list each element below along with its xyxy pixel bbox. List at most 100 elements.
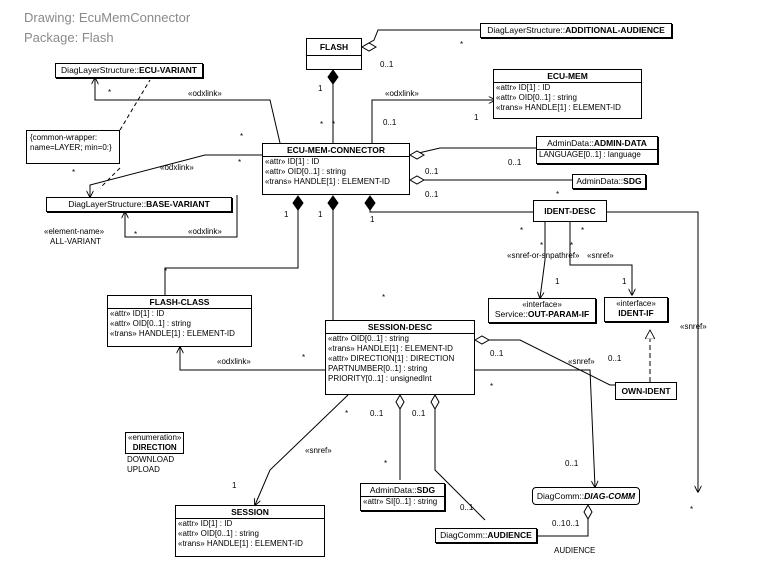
class-ident-if[interactable]: «interface» IDENT-IF bbox=[604, 297, 668, 322]
diamond-flash-filled bbox=[327, 69, 339, 85]
label-odxlink: «odxlink» bbox=[217, 357, 251, 366]
mult-1: 1 bbox=[318, 84, 323, 93]
mult-star: * bbox=[240, 132, 244, 141]
class-diag-comm-name: DIAG-COMM bbox=[584, 491, 636, 501]
label-audience-role: AUDIENCE bbox=[554, 546, 596, 555]
mult-0-1: 0..1 bbox=[460, 503, 474, 512]
class-sdg-top[interactable]: AdminData::SDG bbox=[572, 174, 646, 189]
class-ident-desc[interactable]: IDENT-DESC bbox=[533, 200, 607, 222]
class-own-ident[interactable]: OWN-IDENT bbox=[615, 382, 677, 400]
class-session-desc[interactable]: SESSION-DESC «attr» OID[0..1] : string «… bbox=[325, 320, 475, 395]
label-odxlink: «odxlink» bbox=[160, 163, 194, 172]
mult-star: * bbox=[690, 505, 694, 514]
label-odxlink: «odxlink» bbox=[385, 89, 419, 98]
mult-star: * bbox=[490, 382, 494, 391]
diamond-conn-sdg bbox=[408, 175, 426, 185]
class-admin-data[interactable]: AdminData::ADMIN-DATA LANGUAGE[0..1] : l… bbox=[536, 136, 658, 164]
diamond-sd-audience bbox=[430, 393, 440, 411]
edge-ident-desc-out-param bbox=[540, 222, 546, 298]
edge-connector-flash-class bbox=[164, 210, 299, 295]
class-session[interactable]: SESSION «attr» ID[1] : ID «attr» OID[0..… bbox=[175, 505, 325, 557]
class-admin-data-name: ADMIN-DATA bbox=[593, 138, 647, 148]
class-ident-if-name: IDENT-IF bbox=[618, 308, 654, 318]
mult-1: 1 bbox=[555, 277, 560, 286]
class-ecu-mem-connector[interactable]: ECU-MEM-CONNECTOR «attr» ID[1] : ID «att… bbox=[262, 143, 410, 195]
class-session-title: SESSION bbox=[231, 507, 269, 517]
diamond-dc-audience bbox=[583, 503, 593, 521]
class-own-ident-title: OWN-IDENT bbox=[621, 386, 671, 396]
mult-star: * bbox=[540, 241, 544, 250]
edge-connector-base-variant-b bbox=[125, 195, 238, 238]
mult-star: * bbox=[134, 230, 138, 239]
mult-star: * bbox=[164, 267, 168, 276]
drawing-title: Drawing: EcuMemConnector bbox=[24, 10, 191, 25]
mult-0-1: 0..1 bbox=[565, 459, 579, 468]
diamond-sd-own-ident bbox=[473, 335, 491, 345]
note-dash-b bbox=[119, 79, 151, 131]
package-title: Package: Flash bbox=[24, 30, 114, 45]
class-ecu-mem[interactable]: ECU-MEM «attr» ID[1] : ID «attr» OID[0..… bbox=[493, 69, 642, 119]
diamond-conn-flash-class bbox=[292, 195, 304, 211]
class-ecu-variant[interactable]: DiagLayerStructure::ECU-VARIANT bbox=[55, 63, 203, 78]
mult-star: * bbox=[320, 120, 324, 129]
label-snref: «snref» bbox=[587, 251, 614, 260]
class-ecu-mem-connector-title: ECU-MEM-CONNECTOR bbox=[286, 145, 386, 155]
mult-0-1: 0..1 bbox=[425, 190, 439, 199]
class-ecu-mem-title: ECU-MEM bbox=[547, 71, 588, 81]
mult-star: * bbox=[345, 409, 349, 418]
class-flash-title: FLASH bbox=[319, 42, 349, 52]
class-direction-title: DIRECTION bbox=[132, 443, 177, 452]
note-common-wrapper: {common-wrapper: name=LAYER; min=0:} bbox=[26, 130, 120, 164]
class-sdg-bottom[interactable]: AdminData::SDG «attr» SI[0..1] : string bbox=[360, 483, 445, 511]
class-direction[interactable]: «enumeration» DIRECTION DOWNLOAD UPLOAD bbox=[125, 432, 193, 480]
label-snref: «snref» bbox=[680, 322, 707, 331]
class-flash-class[interactable]: FLASH-CLASS «attr» ID[1] : ID «attr» OID… bbox=[107, 295, 252, 347]
mult-0-1: 0..1 bbox=[425, 167, 439, 176]
class-flash[interactable]: FLASH bbox=[306, 38, 362, 70]
mult-star: * bbox=[384, 459, 388, 468]
mult-star: * bbox=[108, 88, 112, 97]
diamond-flash-open bbox=[360, 42, 378, 52]
diamond-sd-sdg bbox=[395, 393, 405, 411]
mult-1: 1 bbox=[370, 215, 375, 224]
class-audience[interactable]: DiagComm::AUDIENCE bbox=[435, 528, 537, 543]
edge-connector-ecu-variant bbox=[95, 78, 281, 144]
class-additional-audience[interactable]: DiagLayerStructure::ADDITIONAL-AUDIENCE bbox=[480, 23, 672, 38]
class-base-variant-name: BASE-VARIANT bbox=[146, 199, 210, 209]
label-snref: «snref» bbox=[568, 357, 595, 366]
mult-1: 1 bbox=[622, 277, 627, 286]
mult-star: * bbox=[238, 158, 242, 167]
edge-connector-base-variant-a bbox=[90, 154, 262, 197]
mult-1: 1 bbox=[284, 210, 289, 219]
mult-0-1-pair-b: 0..1 bbox=[566, 519, 580, 528]
mult-star: * bbox=[332, 120, 336, 129]
mult-star: * bbox=[460, 40, 464, 49]
mult-0-1: 0..1 bbox=[508, 158, 522, 167]
class-session-desc-title: SESSION-DESC bbox=[367, 322, 433, 332]
edge-session-desc-diag-comm bbox=[475, 369, 595, 487]
edge-connector-ecu-mem bbox=[371, 100, 495, 143]
diamond-conn-admin bbox=[408, 150, 426, 160]
mult-0-1: 0..1 bbox=[608, 354, 622, 363]
edge-session-desc-audience bbox=[434, 395, 486, 521]
mult-star: * bbox=[581, 226, 585, 235]
label-snref-or-snpathref: «snref-or-snpathref» bbox=[507, 251, 580, 260]
mult-1: 1 bbox=[474, 113, 479, 122]
mult-0-1: 0..1 bbox=[383, 118, 397, 127]
mult-0-1: 0..1 bbox=[380, 60, 394, 69]
diamond-conn-session-desc bbox=[327, 195, 339, 211]
mult-1: 1 bbox=[318, 210, 323, 219]
mult-0-1: 0..1 bbox=[412, 409, 426, 418]
class-diag-comm[interactable]: DiagComm::DIAG-COMM bbox=[532, 487, 640, 505]
label-all-variant: ALL-VARIANT bbox=[50, 237, 101, 246]
mult-0-1-pair: 0..1 bbox=[552, 519, 566, 528]
label-snref: «snref» bbox=[305, 446, 332, 455]
mult-1: 1 bbox=[232, 481, 237, 490]
edge-ident-desc-ident-if bbox=[569, 222, 632, 295]
class-base-variant[interactable]: DiagLayerStructure::BASE-VARIANT bbox=[46, 197, 232, 212]
class-sdg-bottom-name: SDG bbox=[416, 485, 436, 495]
class-out-param-if[interactable]: «interface» Service::OUT-PARAM-IF bbox=[488, 298, 596, 323]
edge-session-desc-flash-class bbox=[180, 347, 325, 371]
class-out-param-if-name: OUT-PARAM-IF bbox=[527, 309, 590, 319]
